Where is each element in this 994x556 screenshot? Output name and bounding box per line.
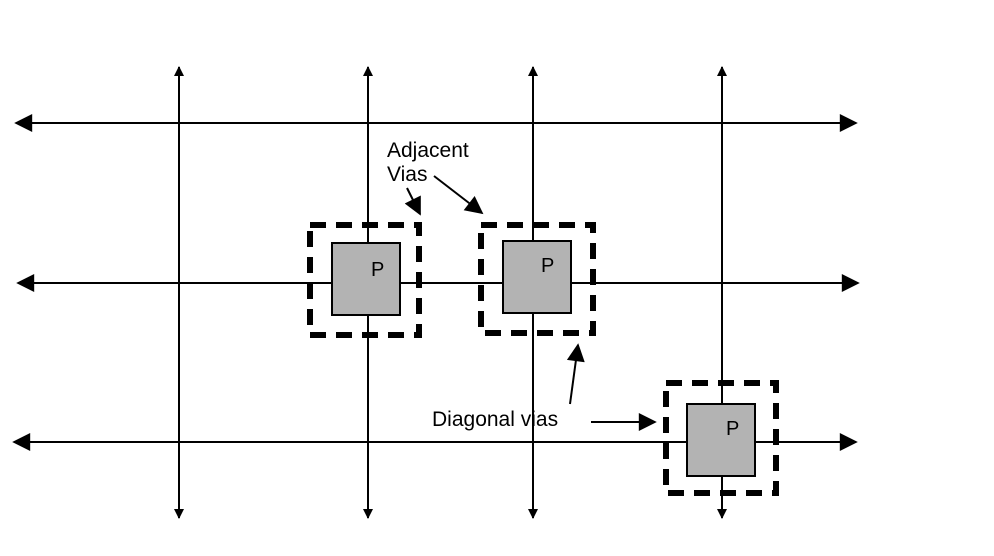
via-keepout-2 (478, 222, 596, 336)
via-keepout-1 (307, 222, 422, 338)
pin-label-3: P (726, 418, 739, 440)
adjacent-label-line2: Vias (387, 163, 427, 186)
diagonal-vias-annotation: Diagonal vias (432, 343, 657, 431)
pin-label-1: P (371, 259, 384, 281)
diagonal-arrow-up (566, 343, 585, 405)
adjacent-arrow-left (404, 187, 421, 216)
pin-pad-3 (686, 403, 756, 477)
diagonal-label: Diagonal vias (432, 408, 558, 431)
adjacent-label-line1: Adjacent (387, 139, 469, 162)
via-2: P (478, 222, 596, 336)
vertical-tracks (174, 66, 727, 519)
adjacent-vias-annotation: Adjacent Vias (387, 139, 484, 216)
via-keepout-3 (663, 380, 779, 496)
horizontal-tracks (12, 114, 860, 451)
pin-pad-1 (331, 242, 401, 316)
via-3: P (663, 380, 779, 496)
via-1: P (307, 222, 422, 338)
pin-label-2: P (541, 255, 554, 277)
adjacent-arrow-right (433, 175, 484, 215)
pin-pad-2 (502, 240, 572, 314)
